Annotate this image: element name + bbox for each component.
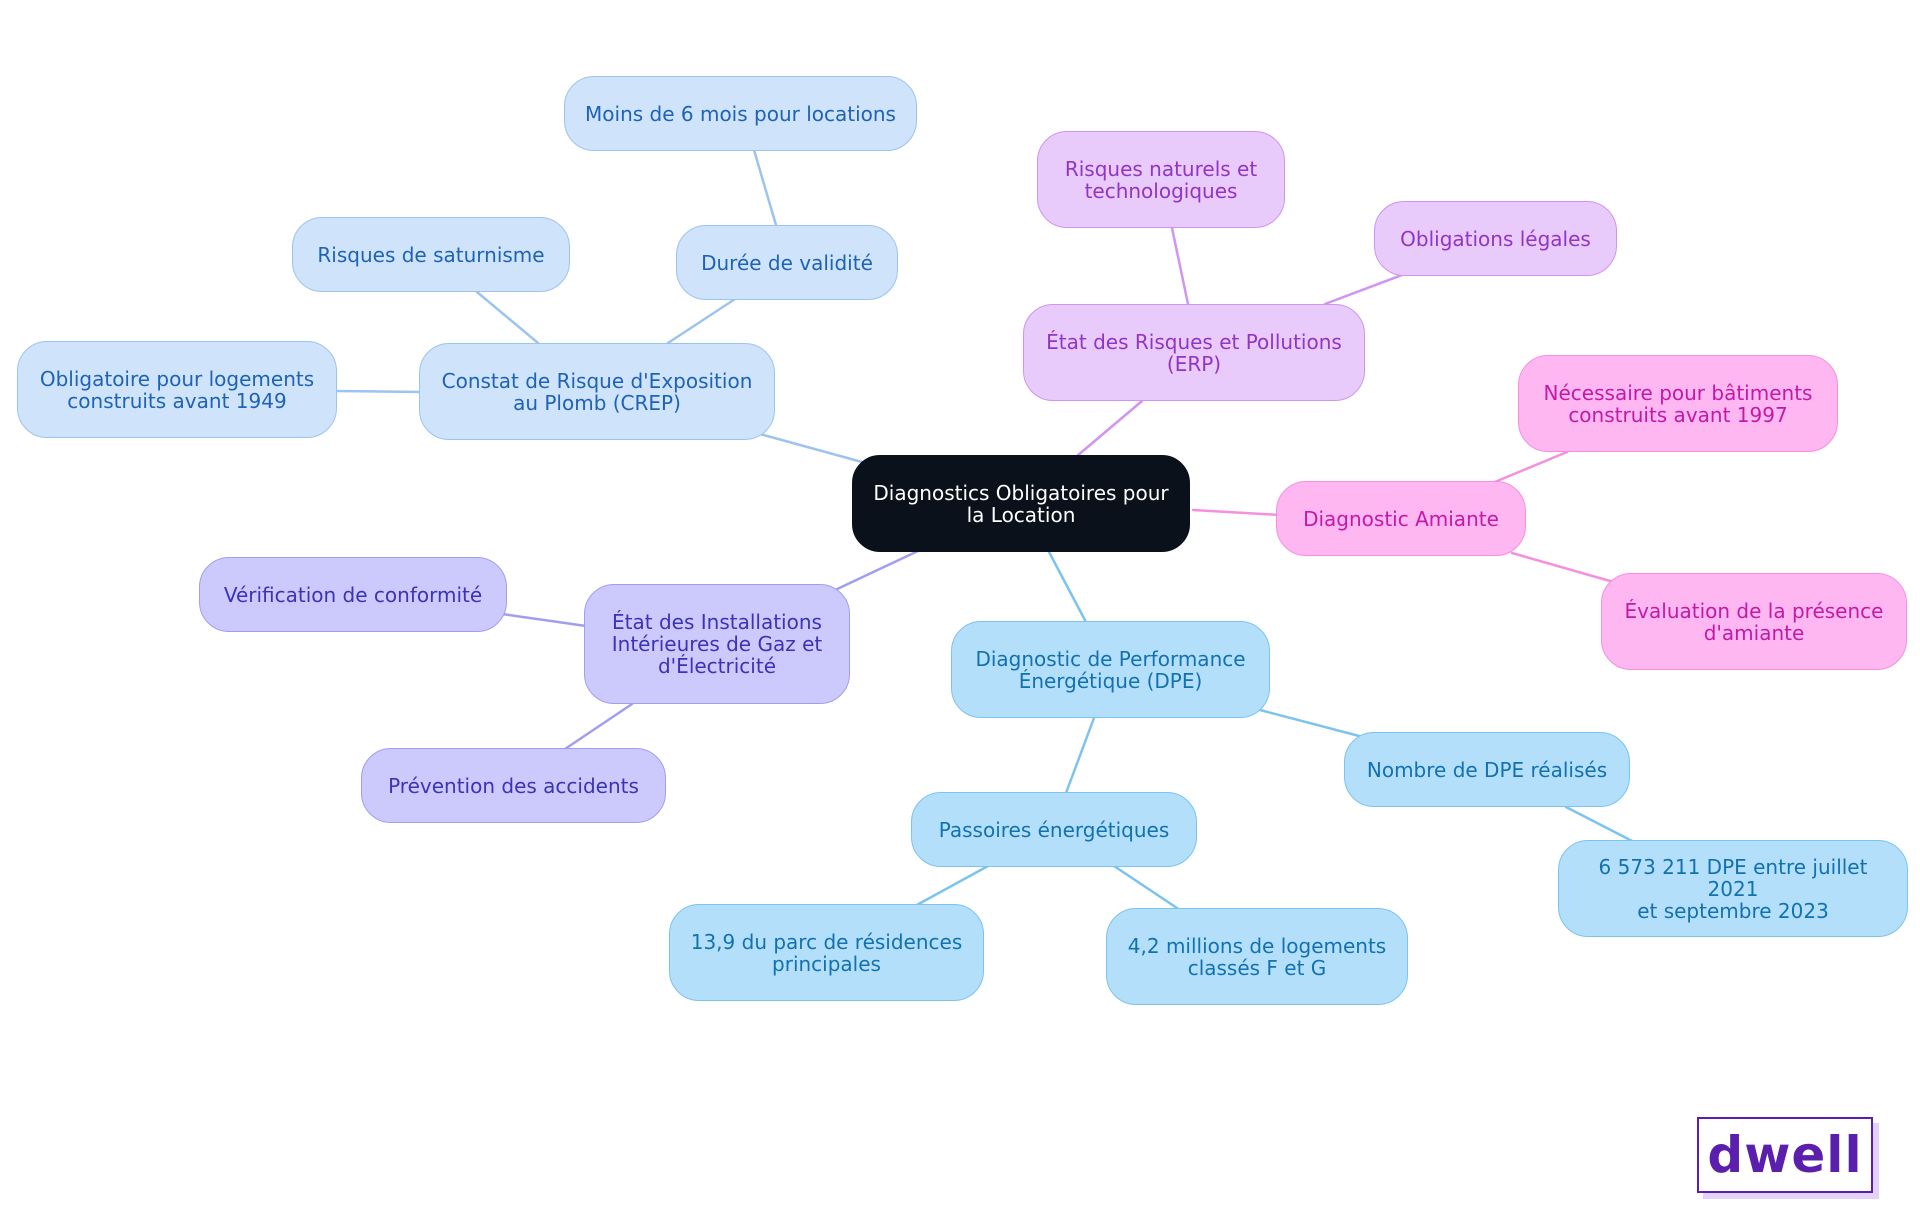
- root-node: Diagnostics Obligatoires pour la Locatio…: [852, 455, 1190, 552]
- node-gaz-prevention: Prévention des accidents: [361, 748, 666, 823]
- edge-root-gaz: [831, 549, 920, 593]
- node-dpe-passoires: Passoires énergétiques: [911, 792, 1197, 867]
- node-dpe-nombre: Nombre de DPE réalisés: [1344, 732, 1630, 807]
- node-amiante-evaluation: Évaluation de la présence d'amiante: [1601, 573, 1907, 670]
- node-crep-moins6: Moins de 6 mois pour locations: [564, 76, 917, 151]
- node-gaz-label: État des Installations Intérieures de Ga…: [611, 610, 823, 678]
- edge-amiante-evaluation: [1510, 551, 1619, 585]
- node-crep-moins6-label: Moins de 6 mois pour locations: [585, 101, 896, 126]
- node-dpe: Diagnostic de Performance Énergétique (D…: [951, 621, 1270, 718]
- node-gaz-verification: Vérification de conformité: [199, 557, 507, 632]
- edge-nombre-val: [1564, 805, 1638, 845]
- dwell-logo: dwell: [1697, 1117, 1873, 1193]
- edge-duree-moins6: [752, 148, 778, 227]
- node-gaz-prevention-label: Prévention des accidents: [388, 773, 639, 798]
- node-erp-obligations-label: Obligations légales: [1400, 226, 1591, 251]
- node-amiante-necessaire-label: Nécessaire pour bâtiments construits ava…: [1543, 380, 1813, 427]
- edge-dpe-passoires: [1064, 716, 1096, 795]
- node-crep-obligatoire-label: Obligatoire pour logements construits av…: [39, 366, 315, 413]
- edge-erp-obligations: [1323, 273, 1404, 306]
- edge-passoires-parc: [913, 864, 990, 908]
- node-erp-label: État des Risques et Pollutions (ERP): [1046, 329, 1342, 376]
- node-erp-risques-label: Risques naturels et technologiques: [1064, 156, 1258, 203]
- edge-amiante-necessaire: [1488, 450, 1569, 486]
- edge-crep-saturnisme: [475, 290, 540, 345]
- edge-gaz-verification: [500, 612, 588, 628]
- node-crep-saturnisme: Risques de saturnisme: [292, 217, 570, 292]
- node-amiante: Diagnostic Amiante: [1276, 481, 1526, 556]
- edge-root-amiante: [1191, 508, 1282, 517]
- edge-root-erp: [1075, 399, 1144, 458]
- edge-passoires-millions: [1112, 864, 1182, 912]
- node-dpe-label: Diagnostic de Performance Énergétique (D…: [975, 646, 1246, 693]
- edge-gaz-prevention: [563, 702, 634, 751]
- node-erp: État des Risques et Pollutions (ERP): [1023, 304, 1365, 401]
- node-dpe-millions: 4,2 millions de logements classés F et G: [1106, 908, 1408, 1005]
- node-dpe-nombre-val-label: 6 573 211 DPE entre juillet 2021 et sept…: [1598, 854, 1868, 923]
- edge-erp-risques: [1170, 226, 1190, 306]
- node-amiante-evaluation-label: Évaluation de la présence d'amiante: [1624, 598, 1884, 645]
- node-erp-obligations: Obligations légales: [1374, 201, 1617, 276]
- node-crep-obligatoire: Obligatoire pour logements construits av…: [17, 341, 337, 438]
- node-dpe-passoires-label: Passoires énergétiques: [938, 817, 1170, 842]
- dwell-logo-text: dwell: [1707, 1126, 1863, 1184]
- node-crep-duree-label: Durée de validité: [701, 250, 873, 275]
- node-crep-duree: Durée de validité: [676, 225, 898, 300]
- node-dpe-parc: 13,9 du parc de résidences principales: [669, 904, 984, 1001]
- root-label: Diagnostics Obligatoires pour la Locatio…: [873, 480, 1169, 527]
- node-gaz: État des Installations Intérieures de Ga…: [584, 584, 850, 704]
- node-dpe-parc-label: 13,9 du parc de résidences principales: [690, 929, 963, 976]
- node-dpe-nombre-label: Nombre de DPE réalisés: [1366, 757, 1608, 782]
- node-dpe-millions-label: 4,2 millions de logements classés F et G: [1127, 933, 1387, 980]
- node-erp-risques: Risques naturels et technologiques: [1037, 131, 1285, 228]
- node-amiante-label: Diagnostic Amiante: [1303, 506, 1499, 531]
- edge-dpe-nombre: [1258, 708, 1365, 739]
- node-crep-saturnisme-label: Risques de saturnisme: [317, 242, 545, 267]
- edge-root-crep: [758, 432, 864, 464]
- node-dpe-nombre-val: 6 573 211 DPE entre juillet 2021 et sept…: [1558, 840, 1908, 937]
- node-crep: Constat de Risque d'Exposition au Plomb …: [419, 343, 775, 440]
- edge-crep-obligatoire: [334, 389, 422, 394]
- node-crep-label: Constat de Risque d'Exposition au Plomb …: [441, 368, 753, 415]
- node-gaz-verification-label: Vérification de conformité: [223, 582, 483, 607]
- edge-root-dpe: [1046, 548, 1089, 626]
- edge-crep-duree: [666, 297, 737, 345]
- node-amiante-necessaire: Nécessaire pour bâtiments construits ava…: [1518, 355, 1838, 452]
